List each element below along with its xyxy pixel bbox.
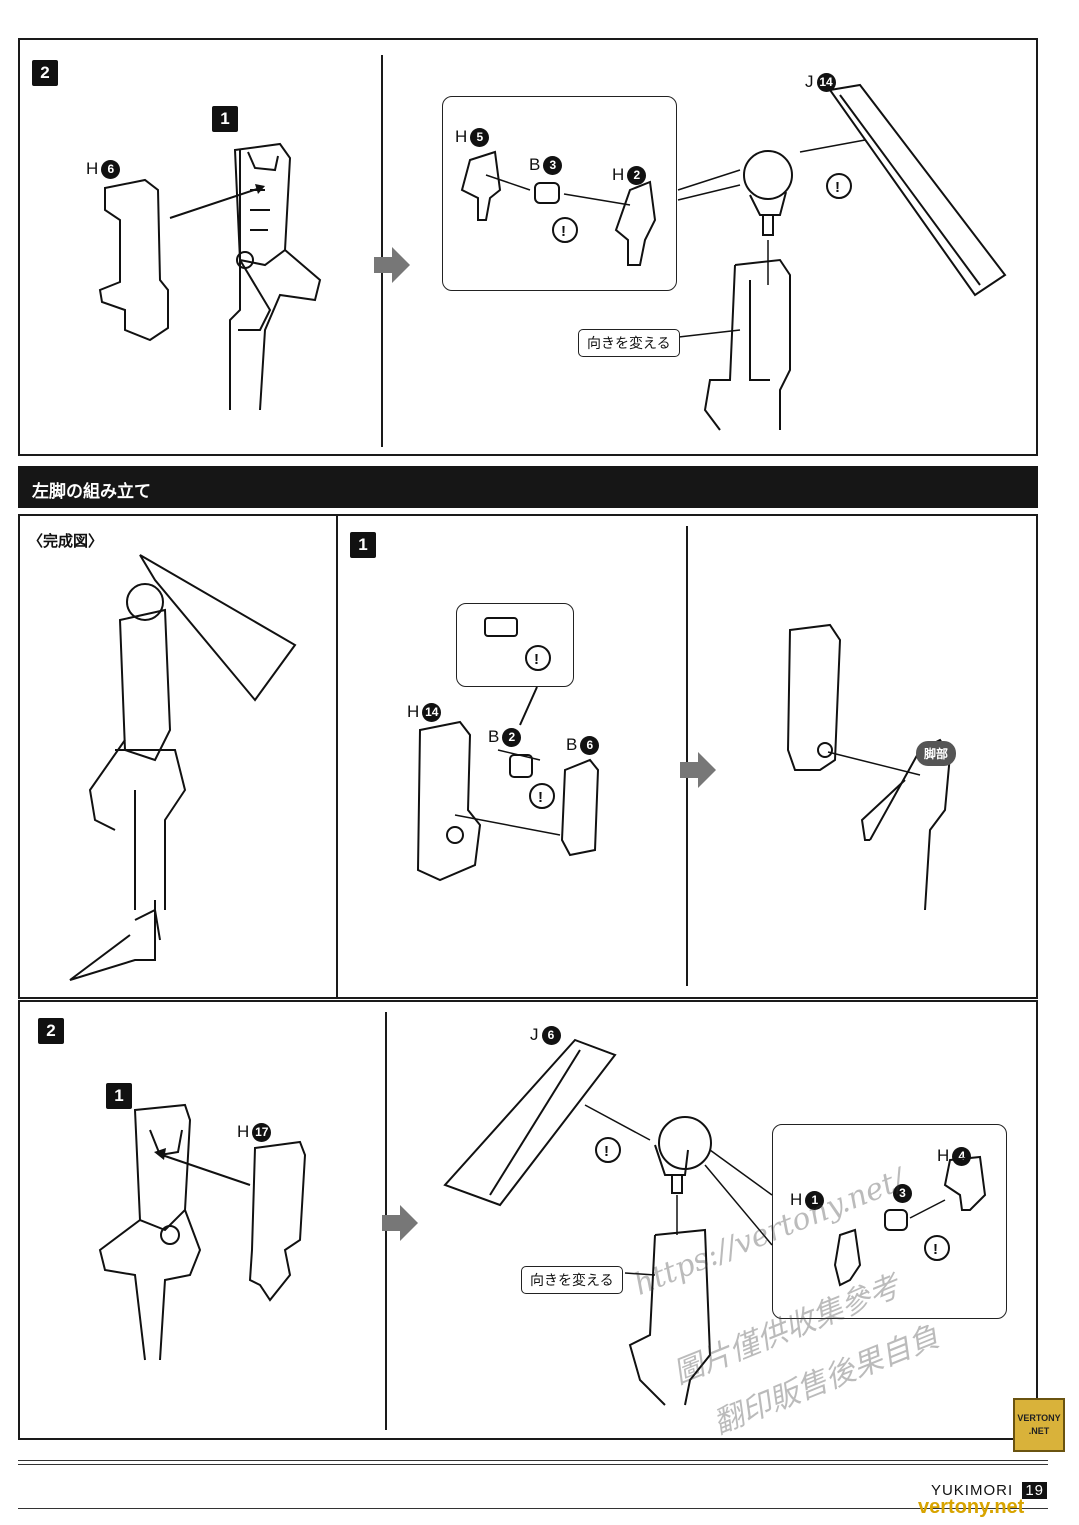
completed-leg-drawing: [69, 554, 297, 981]
leg-tag: 脚部: [916, 741, 957, 766]
footer-page-label: YUKIMORI 19: [931, 1482, 1047, 1499]
top-panel-divider: [381, 55, 383, 447]
logo-line1: VERTONY: [1017, 1413, 1061, 1423]
vertony-logo: VERTONY .NET: [1013, 1398, 1065, 1452]
footer-rule-1: [18, 1460, 1048, 1461]
logo-line2: .NET: [1028, 1426, 1050, 1436]
bottom-detail-callout: [772, 1124, 1007, 1319]
bottom-caution-2: !: [933, 1241, 938, 1258]
bottom-right-assembly-drawing: ! !: [443, 1038, 987, 1406]
mid-caution-1: !: [534, 651, 539, 668]
bottom-step-number: 2: [38, 1018, 64, 1044]
top-substep-number: 1: [212, 106, 238, 132]
mid-panel-divider: [686, 526, 688, 986]
bottom-direction-note: 向きを変える: [521, 1266, 623, 1294]
bottom-substep-number: 1: [106, 1083, 132, 1109]
bottom-watermark: vertony.net: [918, 1496, 1025, 1518]
mid-step-number: 1: [350, 532, 376, 558]
top-step-arrow-icon: [374, 247, 410, 283]
bottom-caution-1: !: [604, 1143, 609, 1160]
top-direction-note: 向きを変える: [578, 329, 680, 357]
completed-figure-panel: [18, 514, 340, 999]
bottom-step-arrow-icon: [382, 1205, 418, 1241]
section-title-bar: 左脚の組み立て: [18, 466, 1038, 508]
top-left-leg-drawing: [98, 142, 322, 411]
mid-caution-2: !: [538, 789, 543, 806]
footer-rule-2: [18, 1464, 1048, 1465]
top-detail-callout: [442, 96, 677, 291]
footer-rule-3: [18, 1508, 1048, 1509]
mid-step1-drawing: ! !: [416, 617, 952, 911]
footer-page-number: 19: [1022, 1482, 1047, 1499]
mid-detail-callout: [456, 603, 574, 687]
top-caution-1: !: [561, 223, 566, 240]
top-step-panel: [18, 38, 1038, 456]
top-caution-2: !: [835, 179, 840, 196]
footer-brand: YUKIMORI: [930, 1482, 1014, 1499]
bottom-left-leg-drawing: [98, 1103, 307, 1361]
completed-figure-label: 〈完成図〉: [28, 532, 104, 550]
bottom-part-3-label: 3: [890, 1183, 912, 1203]
top-right-assembly-drawing: ! !: [460, 83, 1007, 431]
top-step-number: 2: [32, 60, 58, 86]
